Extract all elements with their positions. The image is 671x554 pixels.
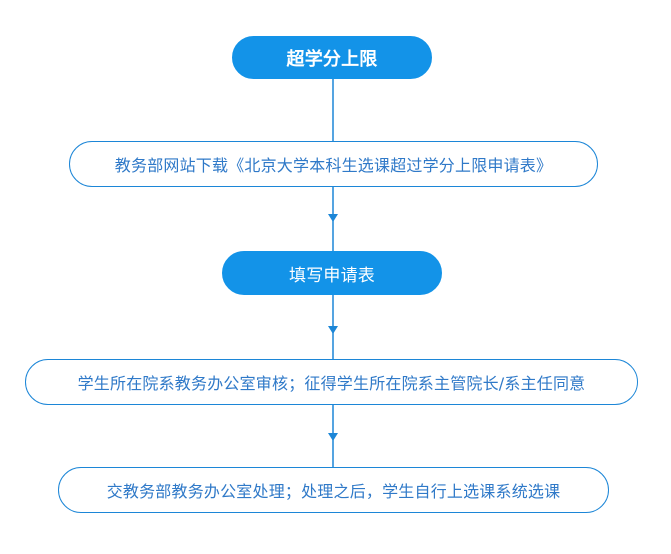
- arrow-down-icon: [328, 214, 338, 222]
- step-exceed-credit-limit: 超学分上限: [232, 36, 432, 79]
- step-label: 填写申请表: [289, 265, 375, 286]
- step-label: 教务部网站下载《北京大学本科生选课超过学分上限申请表》: [114, 156, 553, 175]
- step-fill-application: 填写申请表: [222, 251, 442, 295]
- arrow-down-icon: [328, 326, 338, 334]
- arrow-down-icon: [328, 433, 338, 441]
- step-label: 交教务部教务办公室处理；处理之后，学生自行上选课系统选课: [106, 482, 561, 501]
- step-download-form: 教务部网站下载《北京大学本科生选课超过学分上限申请表》: [69, 141, 598, 187]
- step-department-review: 学生所在院系教务办公室审核；征得学生所在院系主管院长/系主任同意: [25, 359, 638, 405]
- step-label: 超学分上限: [286, 48, 378, 70]
- step-label: 学生所在院系教务办公室审核；征得学生所在院系主管院长/系主任同意: [77, 374, 586, 393]
- step-submit-and-select: 交教务部教务办公室处理；处理之后，学生自行上选课系统选课: [58, 467, 609, 513]
